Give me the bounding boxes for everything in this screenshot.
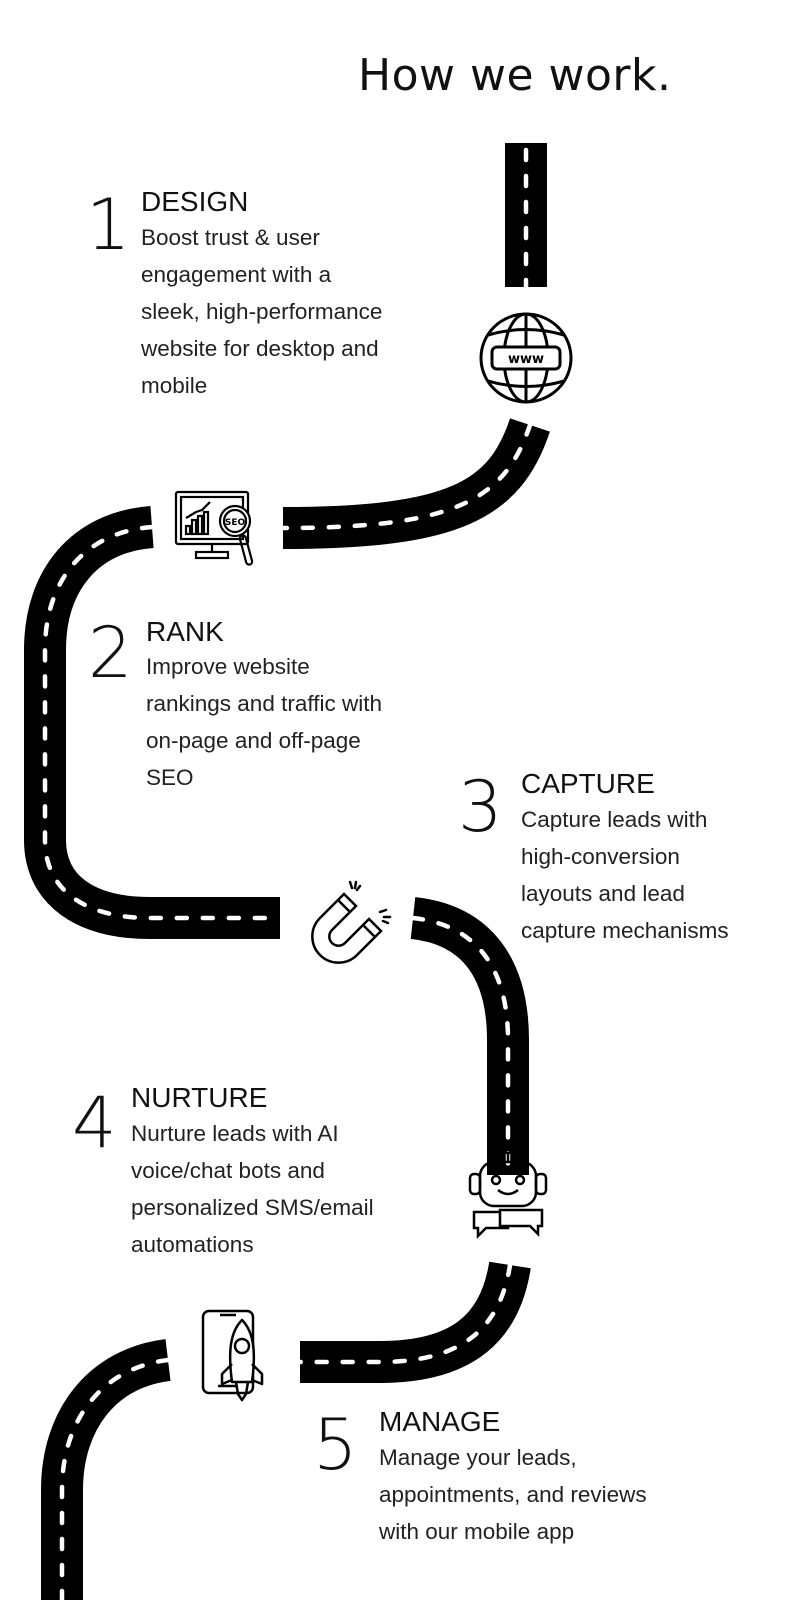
road-segment-6 [41, 1339, 172, 1600]
road-dash-5 [297, 1262, 513, 1365]
magnet-icon [311, 880, 392, 964]
step-number: 1 [86, 184, 131, 266]
step-heading: MANAGE [379, 1406, 501, 1437]
step-description: Capture leads with high-conversion layou… [521, 807, 729, 943]
step-number: 2 [88, 612, 133, 694]
page-title: How we work. [358, 50, 672, 101]
road-segment-2 [282, 417, 550, 549]
robot-chat-icon [468, 1143, 548, 1240]
step-number: 5 [313, 1404, 358, 1486]
seo-monitor-icon: SEO [174, 490, 254, 566]
step-description: Nurture leads with AI voice/chat bots an… [131, 1121, 374, 1257]
road-dash-4 [410, 915, 511, 1178]
step-heading: DESIGN [141, 186, 249, 217]
step-description: Boost trust & user engagement with a sle… [141, 225, 383, 398]
road-segment-4 [409, 897, 529, 1175]
step-number: 4 [72, 1082, 117, 1164]
globe-www-icon: www [479, 312, 573, 404]
phone-rocket-icon [201, 1309, 264, 1402]
road-dash-3 [42, 524, 283, 921]
seo-label: SEO [225, 518, 246, 528]
step-heading: CAPTURE [521, 768, 655, 799]
step-number: 3 [458, 766, 503, 848]
step-description: Manage your leads, appointments, and rev… [379, 1445, 647, 1544]
road-segment-5 [300, 1261, 531, 1383]
step-heading: NURTURE [131, 1082, 268, 1113]
road-dash-2 [280, 422, 533, 531]
step-heading: RANK [146, 616, 224, 647]
globe-label: www [508, 352, 544, 367]
road-dash-6 [59, 1357, 171, 1600]
step-description: Improve website rankings and traffic wit… [146, 654, 382, 790]
